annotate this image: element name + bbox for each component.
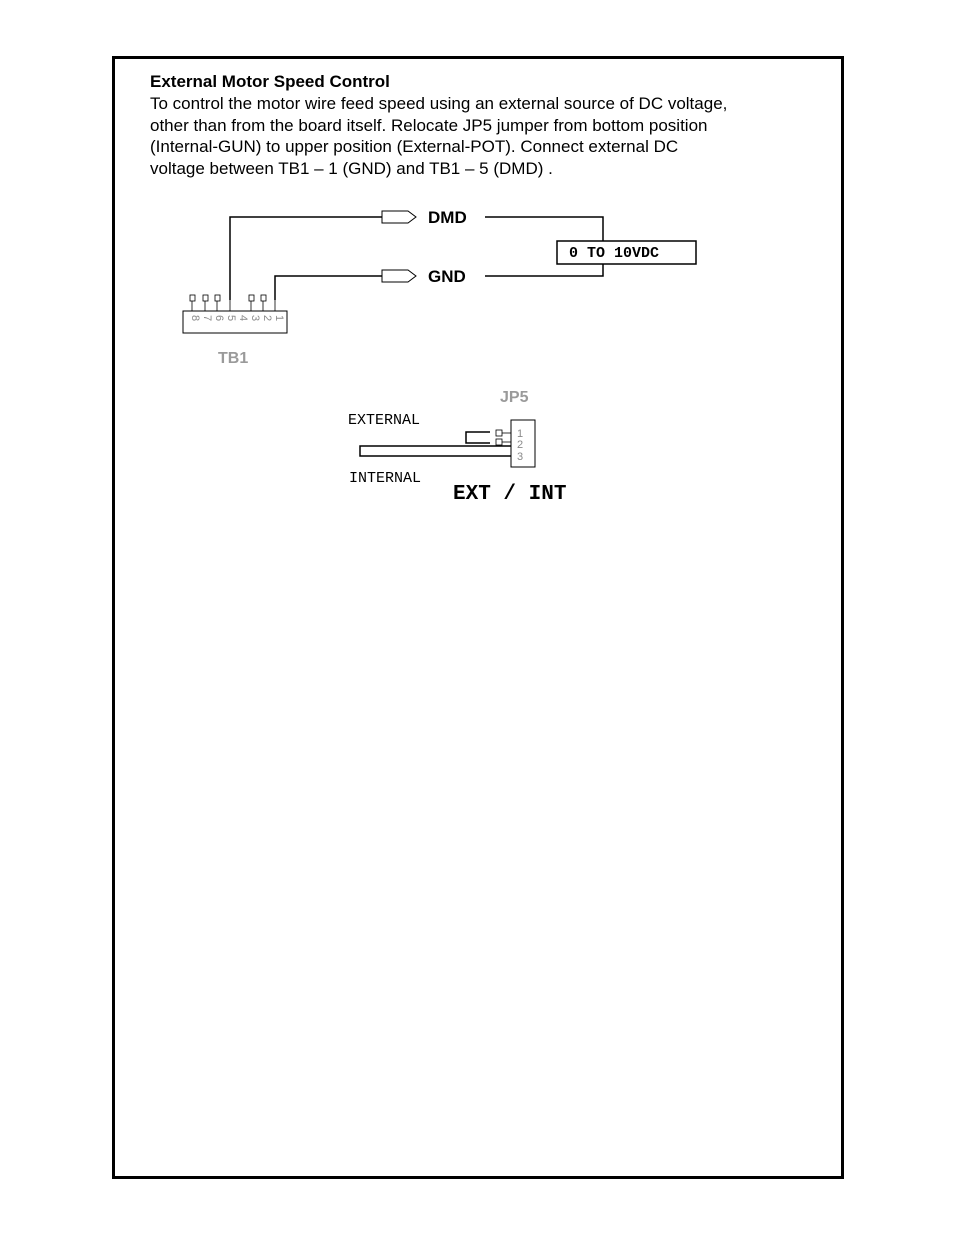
terminal-pin-number: 4 xyxy=(237,315,249,321)
terminal-pin-number: 7 xyxy=(201,315,213,321)
supply-label: 0 TO 10VDC xyxy=(569,245,659,262)
jumper-pin xyxy=(495,429,503,437)
terminal-pin-number: 5 xyxy=(225,315,237,321)
terminal-post xyxy=(202,294,209,302)
internal-jumper-shunt xyxy=(359,445,511,457)
terminal-pin-number: 6 xyxy=(213,315,225,321)
jumper-pin xyxy=(495,438,503,446)
jumper-pin-number: 2 xyxy=(517,439,523,451)
terminal-pin-number: 2 xyxy=(261,315,273,321)
section-heading: External Motor Speed Control xyxy=(150,72,390,91)
body-line: voltage between TB1 – 1 (GND) and TB1 – … xyxy=(150,158,553,178)
terminal-posts xyxy=(189,294,267,302)
jumper-label: JP5 xyxy=(500,389,529,406)
terminal-post xyxy=(189,294,196,302)
dmd-arrow-connector xyxy=(381,210,417,224)
terminal-block xyxy=(182,310,288,334)
external-jumper-shunt xyxy=(465,431,490,444)
terminal-post xyxy=(248,294,255,302)
body-line: To control the motor wire feed speed usi… xyxy=(150,94,728,113)
terminal-pin-number: 3 xyxy=(249,315,261,321)
jumper-pin-number: 1 xyxy=(517,428,523,440)
dmd-label: DMD xyxy=(428,208,467,227)
terminal-post xyxy=(214,294,221,302)
dmd-wire xyxy=(229,216,382,300)
gnd-supply-wire xyxy=(485,264,604,277)
gnd-arrow-connector xyxy=(381,269,417,283)
jumper-header xyxy=(510,419,536,468)
body-paragraph: To control the motor wire feed speed usi… xyxy=(150,93,727,179)
terminal-block-label: TB1 xyxy=(218,350,248,367)
jumper-pin-number: 3 xyxy=(517,451,523,463)
supply-box xyxy=(556,240,697,265)
page-border xyxy=(112,56,844,1179)
terminal-post xyxy=(260,294,267,302)
terminal-leads xyxy=(191,300,276,311)
gnd-wire xyxy=(274,275,382,300)
jumper-caption: EXT / INT xyxy=(453,483,566,506)
body-line: other than from the board itself. Reloca… xyxy=(150,115,708,135)
internal-label: INTERNAL xyxy=(349,470,421,487)
terminal-pin-number: 1 xyxy=(273,315,285,321)
terminal-pin-number: 8 xyxy=(189,315,201,321)
gnd-label: GND xyxy=(428,267,466,286)
dmd-supply-wire xyxy=(485,216,604,241)
body-line: (Internal-GUN) to upper position (Extern… xyxy=(150,137,679,156)
external-label: EXTERNAL xyxy=(348,412,420,429)
